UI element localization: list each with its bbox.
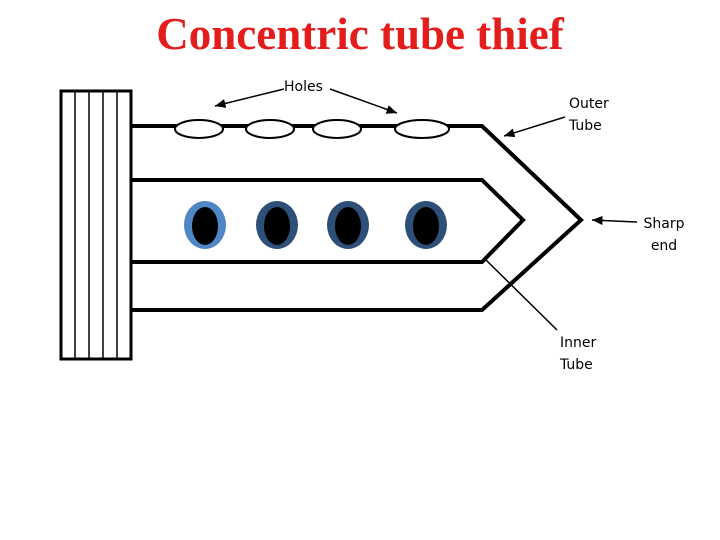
leader-lines [214,88,638,331]
inner-tube-label: Inner Tube [560,335,597,373]
handle [59,89,133,361]
inner-hole [413,207,439,245]
outer-hole [312,119,362,139]
outer-tube-label: Outer Tube [569,96,609,134]
outer-tube-pointer [503,116,566,138]
inner-hole [264,207,290,245]
outer-tube-holes [174,119,450,139]
inner-tube-pointer [485,259,558,331]
inner-tube [131,178,526,264]
outer-hole [245,119,295,139]
holes-pointer-left [214,88,285,108]
inner-hole [335,207,361,245]
sharp-end-pointer [591,215,638,225]
holes-label: Holes [284,79,323,95]
inner-tube-holes [184,201,447,249]
sharp-end-label: Sharp end [643,216,685,254]
outer-tube [131,124,584,312]
outer-hole [394,119,450,139]
inner-hole [192,207,218,245]
diagram-title: Concentric tube thief [156,9,564,59]
outer-hole [174,119,224,139]
holes-pointer-right [329,88,398,114]
